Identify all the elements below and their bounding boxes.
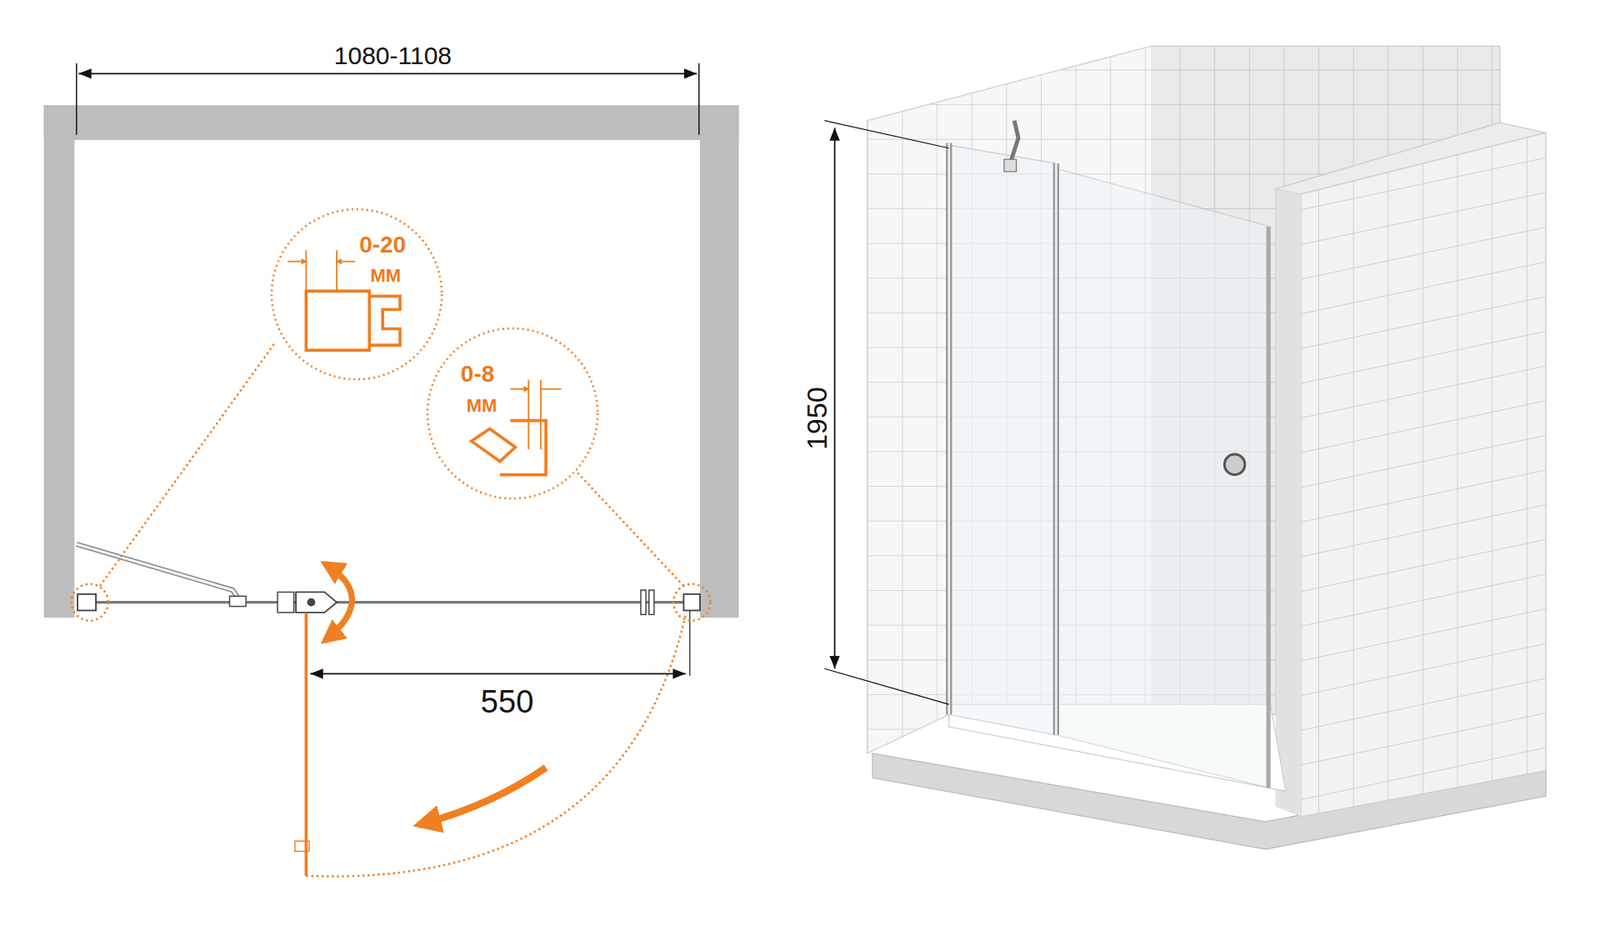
support-bar <box>76 544 241 603</box>
open-door <box>305 612 309 876</box>
dimension-label: 1950 <box>802 383 831 454</box>
right-wall <box>700 105 740 618</box>
back-wall <box>44 105 740 140</box>
detail-callout: 0-20ММ <box>270 207 444 381</box>
dimension-label: 550 <box>477 685 537 718</box>
door-knob <box>1224 454 1245 475</box>
swing-arrow <box>418 767 546 825</box>
dimension-value: 0-20 <box>357 233 408 257</box>
left-wall <box>44 105 75 618</box>
detail-callout: 0-8ММ <box>425 326 600 500</box>
dimension-line <box>78 72 697 75</box>
door-glass <box>1055 168 1270 788</box>
rotate-arrow <box>324 563 352 641</box>
right-wall-3d <box>1300 132 1546 816</box>
dimension-value: ММ <box>369 266 404 285</box>
glass-panel <box>83 600 696 604</box>
dimension-line <box>310 672 686 675</box>
dimension-value: 0-8 <box>459 362 496 386</box>
fixed-glass <box>949 145 1057 735</box>
dimension-value: ММ <box>465 396 500 415</box>
swing-arc <box>305 614 686 876</box>
dimension-label: 1080-1108 <box>330 43 455 69</box>
leader-line <box>576 471 685 586</box>
hinge <box>277 591 295 612</box>
shower-head <box>1010 120 1019 164</box>
leader-line <box>100 341 276 586</box>
callout-circle <box>425 326 600 500</box>
dimension-line <box>834 127 836 669</box>
